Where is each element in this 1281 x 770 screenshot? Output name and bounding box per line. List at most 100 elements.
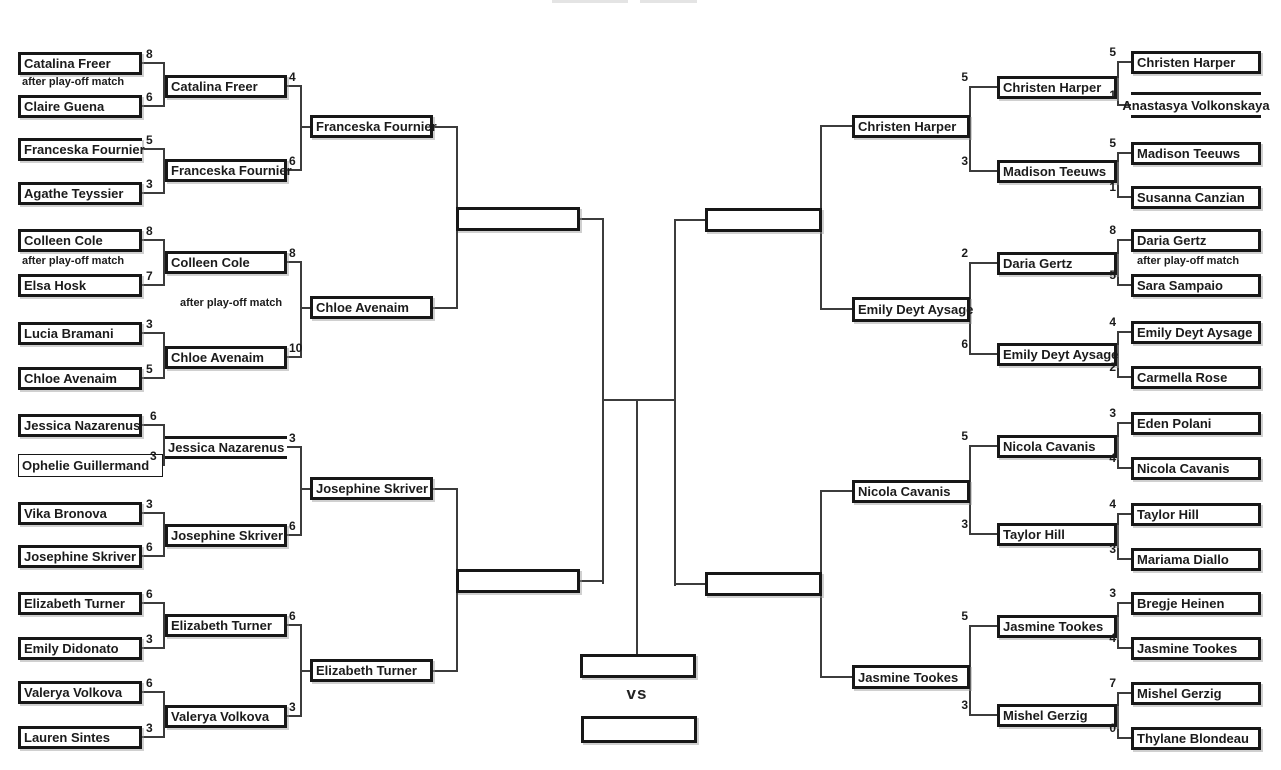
title-remnant [640,0,697,3]
player-box: Eden Polani [1131,412,1261,435]
connector [822,676,852,678]
score-label: 6 [289,609,296,623]
connector [1117,513,1119,560]
winner-box: Elizabeth Turner [310,659,433,682]
connector [142,691,164,693]
score-label: 3 [146,497,153,511]
score-label: 3 [150,449,157,463]
player-box: Elsa Hosk [18,274,142,297]
connector [142,239,164,241]
player-box: Valerya Volkova [18,681,142,704]
connector [1118,692,1132,694]
score-label: 5 [1109,136,1116,150]
connector [971,262,998,264]
connector [1118,152,1132,154]
connector [1117,692,1119,739]
semifinal-slot [705,572,822,596]
score-label: 3 [146,317,153,331]
winner-box: Franceska Fournier [165,159,292,182]
player-box: Elizabeth Turner [18,592,142,615]
connector [163,691,165,738]
connector [432,307,458,309]
connector [971,353,998,355]
score-label: 3 [146,632,153,646]
connector [301,670,311,672]
player-box: Emily Deyt Aysage [1131,321,1261,344]
playoff-note: after play-off match [180,297,283,309]
connector [1118,558,1132,560]
player-box: Christen Harper [1131,51,1261,74]
score-label: 2 [1109,360,1116,374]
connector [971,625,998,627]
player-box: Franceska Fournier [18,138,145,161]
connector [1118,467,1132,469]
connector [602,399,676,401]
vs-label: vs [626,684,648,703]
connector [432,670,458,672]
connector [300,85,302,171]
player-box: Nicola Cavanis [1131,457,1261,480]
connector [301,488,311,490]
score-label: 3 [961,698,968,712]
winner-box: Chloe Avenaim [165,346,287,369]
connector [1118,737,1132,739]
connector [285,356,301,358]
score-label: 8 [289,246,296,260]
connector [285,446,301,448]
connector [971,533,998,535]
connector [142,148,164,150]
player-box: Susanna Canzian [1131,186,1261,209]
connector [1118,284,1132,286]
connector [142,555,164,557]
connector [971,86,998,88]
winner-box: Catalina Freer [165,75,287,98]
winner-box: Elizabeth Turner [165,614,287,637]
connector [163,424,165,466]
connector [301,307,311,309]
connector [142,736,164,738]
player-box: Madison Teeuws [1131,142,1261,165]
player-box: Taylor Hill [1131,503,1261,526]
score-label: 3 [961,517,968,531]
connector [285,624,301,626]
score-label: 6 [289,154,296,168]
score-label: 5 [961,429,968,443]
connector [1118,602,1132,604]
connector [300,261,302,358]
score-label: 7 [146,269,153,283]
winner-box: Daria Gertz [997,252,1117,275]
connector [301,126,311,128]
score-label: 5 [961,70,968,84]
connector [142,332,164,334]
winner-box: Colleen Cole [165,251,287,274]
score-label: 2 [961,246,968,260]
score-label: 5 [1109,45,1116,59]
connector [676,219,705,221]
winner-box: Mishel Gerzig [997,704,1117,727]
winner-box: Madison Teeuws [997,160,1117,183]
connector [163,148,165,194]
player-box: Vika Bronova [18,502,142,525]
winner-box: Taylor Hill [997,523,1117,546]
score-label: 3 [146,721,153,735]
player-box: Claire Guena [18,95,142,118]
final-slot [581,716,697,743]
connector [1118,196,1132,198]
player-box: Agathe Teyssier [18,182,142,205]
player-box: Bregje Heinen [1131,592,1261,615]
player-box: Colleen Cole [18,229,142,252]
score-label: 6 [146,540,153,554]
winner-box: Josephine Skriver [310,477,433,500]
score-label: 8 [1109,223,1116,237]
score-label: 6 [150,409,157,423]
connector [1118,239,1132,241]
score-label: 1 [1109,180,1116,194]
score-label: 3 [289,431,296,445]
winner-box: Nicola Cavanis [852,480,970,503]
connector [142,512,164,514]
winner-box: Emily Deyt Aysage [852,297,973,322]
score-label: 4 [289,70,296,84]
player-box: Daria Gertz [1131,229,1261,252]
connector [1117,61,1119,106]
